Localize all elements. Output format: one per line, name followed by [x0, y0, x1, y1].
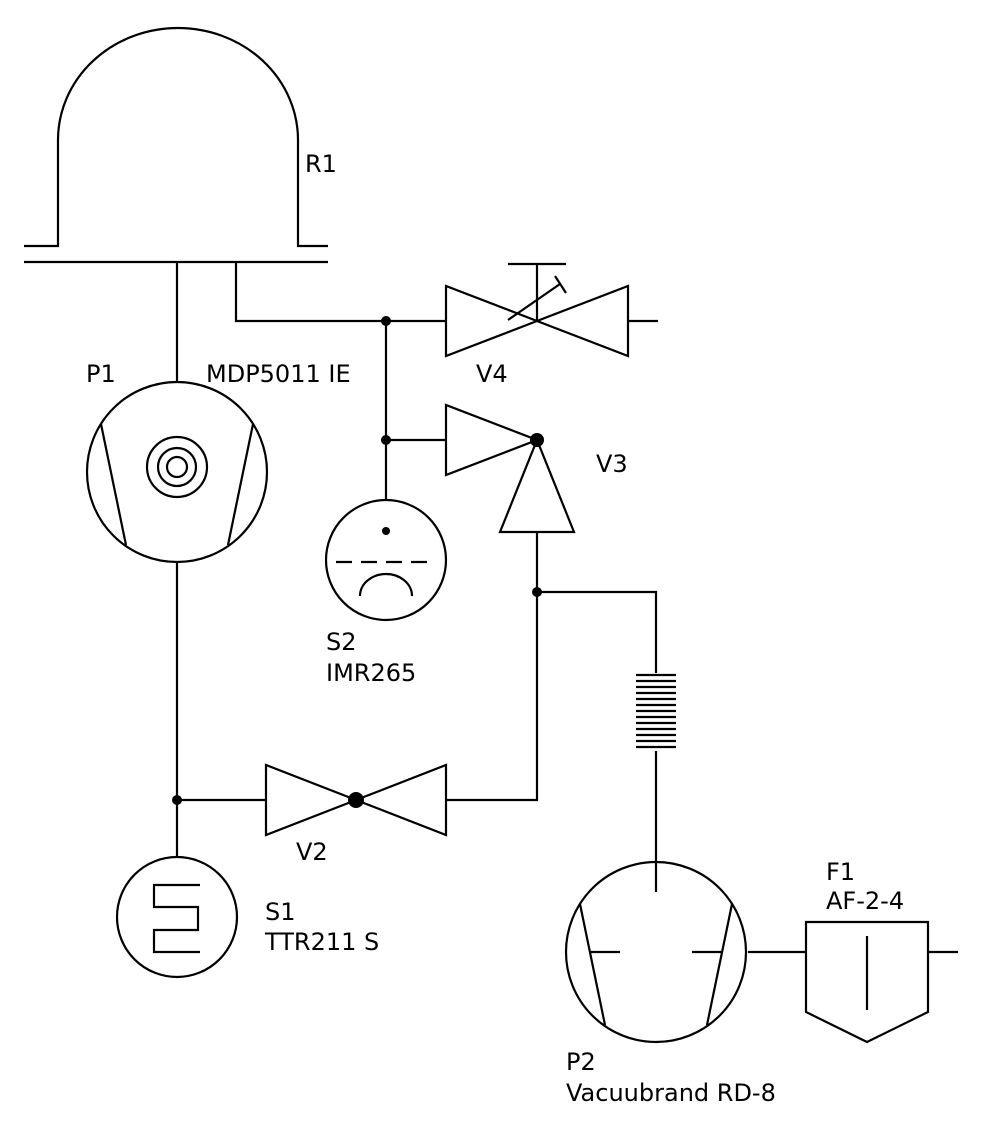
- junction-dot: [381, 435, 391, 445]
- v4-label: V4: [476, 360, 508, 388]
- p1-model: MDP5011 IE: [206, 360, 351, 388]
- v2-label: V2: [296, 838, 328, 866]
- p1-pump-symbol: [85, 380, 269, 564]
- s1-gauge-symbol: [115, 855, 239, 979]
- junction-dot: [381, 316, 391, 326]
- s2-model: IMR265: [326, 659, 416, 687]
- v3-valve-symbol: [444, 403, 576, 534]
- pipe-to-bellows: [537, 590, 658, 673]
- s1-model: TTR211 S: [264, 928, 379, 956]
- p2-model: Vacuubrand RD-8: [566, 1079, 776, 1107]
- junction-dots: [172, 316, 542, 805]
- v3-label: V3: [596, 450, 628, 478]
- s2-label: S2: [326, 628, 357, 656]
- bellows-symbol: [636, 673, 676, 749]
- pipe-r1-v4: [234, 262, 446, 323]
- f1-model: AF-2-4: [826, 887, 904, 915]
- s2-gauge-symbol: [324, 498, 448, 622]
- r1-label: R1: [305, 150, 337, 178]
- piping: [175, 262, 958, 954]
- v4-valve-symbol: [444, 262, 630, 358]
- v2-valve-symbol: [264, 763, 448, 837]
- p2-pump-symbol: [564, 860, 748, 1044]
- junction-dot: [172, 795, 182, 805]
- p2-label: P2: [566, 1048, 596, 1076]
- f1-filter-symbol: [804, 920, 930, 1044]
- r1-chamber: [24, 26, 328, 264]
- pipe-v2-v3: [446, 532, 539, 802]
- p1-label: P1: [86, 360, 116, 388]
- s1-label: S1: [265, 898, 296, 926]
- junction-dot: [532, 587, 542, 597]
- f1-label: F1: [826, 858, 855, 886]
